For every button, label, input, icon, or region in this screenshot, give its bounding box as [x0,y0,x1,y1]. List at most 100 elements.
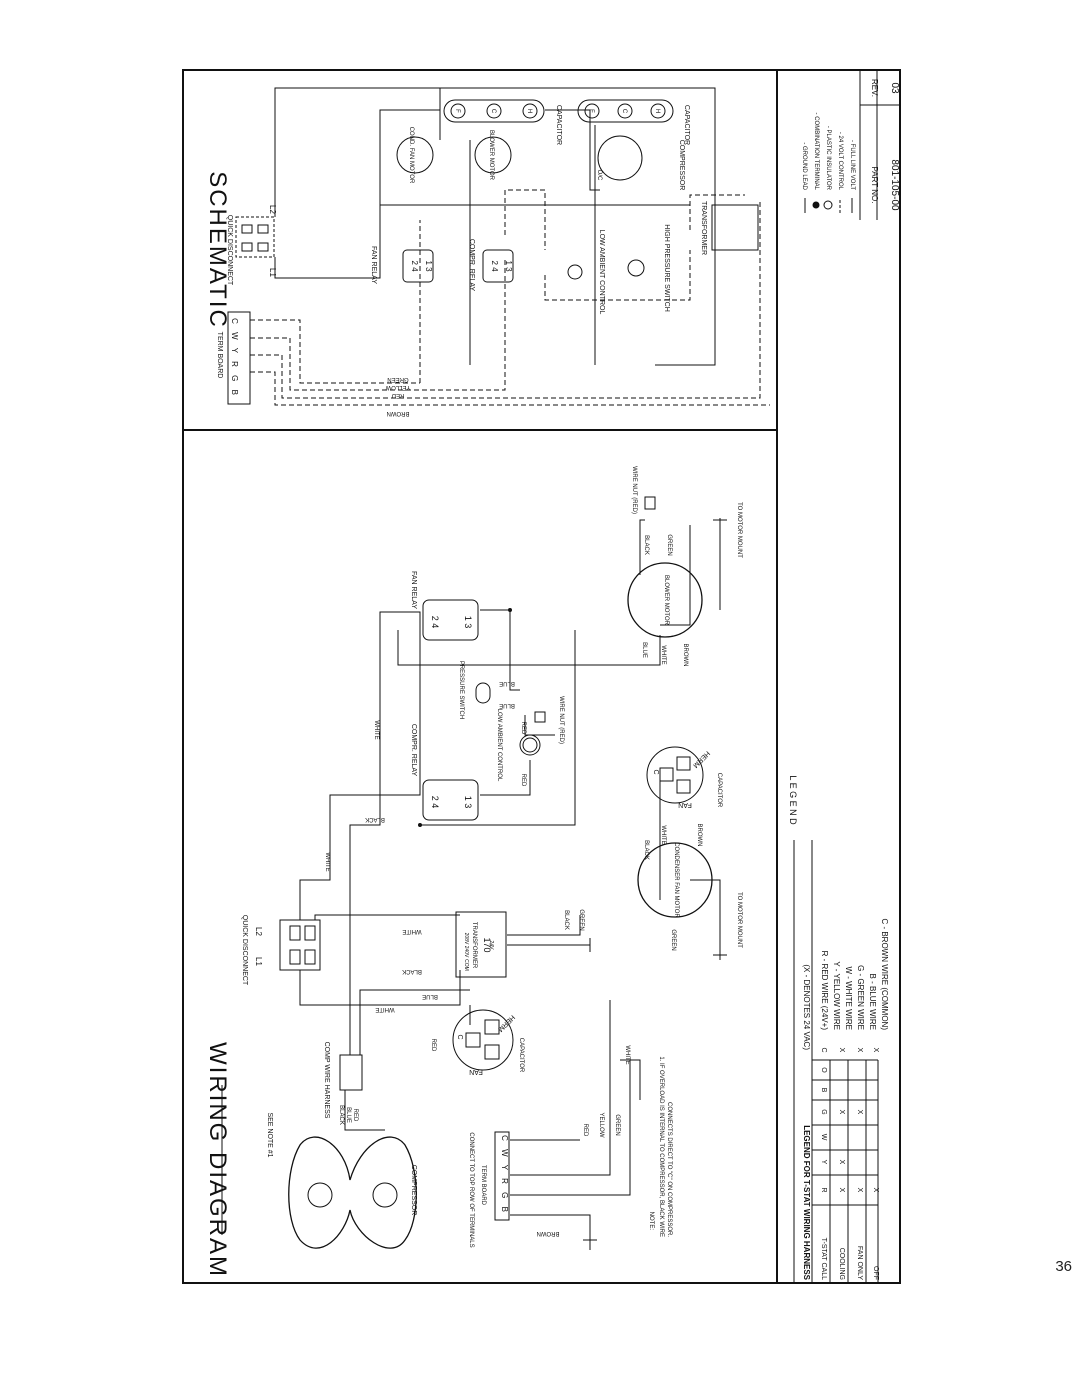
wire-nut-1-label: WIRE NUT (RED) [558,696,564,744]
cap-fan-terminal [484,1044,500,1060]
schematic-wire-green: GREEN [387,376,408,382]
legend-panel: L E G E N D LEGEND FOR T-STAT WIRING HAR… [788,70,900,1283]
schematic-fan-relay-bottom: 1 3 [424,260,433,272]
note-line-2: CONNECTS DIRECT TO "C" ON COMPRESSOR. [666,1102,672,1237]
cap1-f-label: F [454,109,460,113]
symbol-full-line-volt: - FULL LINE VOLT [849,140,855,190]
schematic-compr-relay [482,249,514,283]
page-number: 36 [1055,1258,1072,1275]
wire-nut-1 [534,711,546,723]
wire-brown-1: BROWN [682,644,688,667]
schematic-olc: O/C [596,170,602,181]
comp-wire-harness-label: COMP WIRE HARNESS [323,1042,330,1119]
harness-table [793,840,879,1283]
low-ambient-label: LOW AMBIENT CONTROL [496,709,502,782]
qd-pole-3 [257,224,269,234]
wiring-diagram-title: WIRING DIAGRAM [204,1042,231,1278]
pressure-switch [475,682,491,704]
wire-white-6: WHITE [660,825,666,844]
transformer-label: TRANSFORMER [471,922,477,969]
compr-relay [422,779,479,821]
transformer-24v: 24V [488,941,494,951]
wire-blue-1: BLUE [422,993,438,999]
wire-white-1: WHITE [373,720,379,739]
rev-label: REV. [870,79,879,97]
harness-title: LEGEND FOR T-STAT WIRING HARNESS [802,1125,811,1280]
wire-green-1: GREEN [578,909,584,930]
transformer-volts: 208V 240V [463,933,469,958]
fan-capacitor [646,746,704,804]
row-cooling: COOLING [838,1248,845,1280]
cap1-f [450,103,466,119]
wire-blue-3: BLUE [499,702,515,708]
cap1-h-label: H [526,109,532,113]
condenser-fan-motor-label: CONDENSER FAN MOTOR [673,842,679,918]
compressor-overload [372,1182,398,1208]
connect-note: CONNECT TO TOP ROW OF TERMINALS [468,1132,474,1247]
junction-1 [508,608,512,612]
schematic-wire-brown: BROWN [387,410,410,416]
blower-to-motor-mount: TO MOTOR MOUNT [736,502,742,558]
schematic-l1: L1 [268,268,277,277]
wire-red-2: RED [520,722,526,735]
fan-cap-herm-terminal [676,756,691,771]
qd-l2: L2 [254,927,263,936]
fan-capacitor-label: CAPACITOR [716,773,722,808]
cap1-h [522,103,538,119]
schematic-quick-disconnect-label: QUICK DISCONNECT [226,215,233,286]
fan-relay-label: FAN RELAY [410,571,417,609]
cap-c-terminal [465,1032,481,1048]
pressure-switch-label: PRESSURE SWITCH [458,661,464,719]
combination-terminal-symbol [812,201,820,209]
schematic-high-pressure-switch [627,259,645,277]
row-cooling-y: X [838,1160,845,1165]
compr-relay-top: 2 4 [430,796,440,809]
outer-frame [182,69,901,1284]
row-fan-only-c: X [856,1048,863,1053]
fan-cap-c-label: C [652,769,659,774]
col-b: B [820,1088,827,1093]
condenser-fan-motor [637,842,713,918]
cap2-c [617,103,633,119]
term-board-label: TERM BOARD [480,1165,486,1206]
cap-herm-terminal [484,1019,500,1035]
harness-red-label: RED [352,1109,358,1122]
schematic-term-board [227,311,251,405]
wire-black-5: BLACK [643,840,649,860]
schematic-capacitor-2-label: CAPACITOR [683,105,690,145]
cap2-h-label: H [654,109,660,113]
schematic-capacitor-2 [577,99,674,123]
wire-black-4: BLACK [643,535,649,555]
wire-key-g: G - GREEN WIRE [856,965,865,1030]
wire-green-2: GREEN [666,534,672,555]
row-cooling-g: X [838,1110,845,1115]
col-c: C [820,1047,827,1052]
wiring-diagram-panel: WIRING DIAGRAM SEE NOTE #1 COMPRESSOR CO… [204,466,742,1278]
fan-relay-bottom: 1 3 [463,616,473,629]
blower-motor [627,562,703,638]
symbol-ground-lead: - GROUND LEAD [801,142,807,190]
wire-green-3: GREEN [670,929,676,950]
row-fan-only: FAN ONLY [856,1246,863,1280]
wire-key-b: B - BLUE WIRE [868,974,877,1030]
cap-fan-label: FAN [469,1068,483,1075]
transformer-com: COM [463,959,469,971]
junction-2 [418,823,422,827]
note-line-1: 1. IF OVERLOAD IS INTERNAL TO COMPRESSOR… [658,1056,664,1237]
fan-cap-fan-terminal [676,779,691,794]
qd-l1: L1 [254,957,263,966]
cap2-f [584,103,600,119]
schematic-low-ambient-label: LOW AMBIENT CONTROL [598,230,605,315]
schematic-compressor-label: COMPRESSOR [678,140,685,191]
transformer [455,911,507,978]
schematic-compressor [597,135,643,181]
low-ambient-inner [522,737,538,753]
schematic-blower-motor-label: BLOWER MOTOR [488,130,494,181]
fan-cap-fan-label: FAN [678,801,692,808]
wire-blue-4: BLUE [641,642,647,658]
compressor-terminals [307,1182,333,1208]
qd-l2-pole [289,925,301,941]
qd-l2-pole-b [304,925,316,941]
qd-l1-pole [289,949,301,965]
